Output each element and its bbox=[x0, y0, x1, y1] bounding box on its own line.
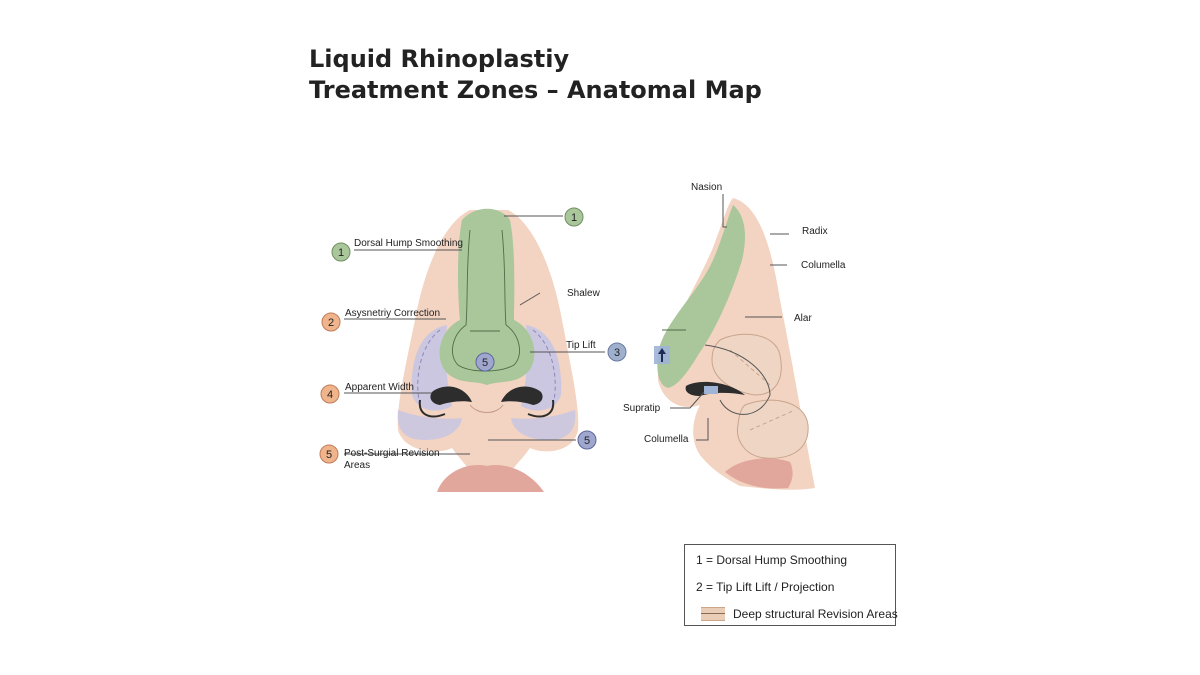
callout-badge-5-right bbox=[577, 430, 597, 450]
legend-row-2: 2 = Tip Lift Lift / Projection bbox=[696, 580, 835, 594]
label-radix: Radix bbox=[802, 226, 828, 237]
right-dashed-contour bbox=[532, 329, 556, 406]
label-asymmetry: Asysnetriy Correction bbox=[345, 308, 440, 319]
callout-number: 1 bbox=[571, 212, 577, 224]
page-title: Liquid Rhinoplastiy Treatment Zones – An… bbox=[309, 44, 762, 106]
left-alar-zone bbox=[397, 410, 462, 440]
label-columella-top: Columella bbox=[801, 260, 846, 271]
label-tip-lift: Tip Lift bbox=[566, 340, 596, 351]
up-arrow-icon bbox=[658, 348, 666, 362]
alar-cartilage-lower bbox=[736, 399, 809, 459]
upper-lip bbox=[437, 465, 544, 492]
callout-badge-1-top bbox=[564, 207, 584, 227]
callout-badge-5-left bbox=[319, 444, 339, 464]
title-line-2: Treatment Zones – Anatomal Map bbox=[309, 76, 762, 104]
callout-badge-3 bbox=[607, 342, 627, 362]
callout-number: 2 bbox=[328, 317, 334, 329]
supratip-blue-spot bbox=[704, 386, 718, 394]
front-view-nose bbox=[397, 208, 579, 492]
side-view-nose bbox=[654, 198, 815, 490]
left-dashed-contour bbox=[417, 329, 441, 406]
left-nostril bbox=[430, 386, 472, 405]
callout-number: 5 bbox=[584, 435, 590, 447]
legend-row-3: Deep structural Revision Areas bbox=[733, 607, 898, 621]
side-labels: Nasion Radix Columella Alar Supratip Col… bbox=[623, 182, 846, 445]
callout-badge-4 bbox=[320, 384, 340, 404]
label-post-surgical-2: Areas bbox=[344, 460, 370, 471]
label-alar: Alar bbox=[794, 313, 812, 324]
label-apparent-width: Apparent Width bbox=[345, 382, 414, 393]
tip-contour bbox=[469, 404, 504, 413]
legend-row-1: 1 = Dorsal Hump Smoothing bbox=[696, 553, 848, 567]
callout-badge-1 bbox=[331, 242, 351, 262]
title-line-1: Liquid Rhinoplastiy bbox=[309, 45, 570, 73]
left-ala-curve bbox=[418, 399, 446, 418]
callout-badge-5-center bbox=[475, 352, 495, 372]
callout-number: 3 bbox=[614, 347, 620, 359]
callout-number: 5 bbox=[482, 357, 488, 369]
right-alar-zone bbox=[511, 410, 576, 440]
label-post-surgical: Post-Surgial Revision bbox=[344, 448, 440, 459]
label-nasion: Nasion bbox=[691, 182, 722, 193]
side-green-zone bbox=[657, 205, 745, 388]
right-ala-curve bbox=[527, 399, 555, 418]
label-shalew: Shalew bbox=[567, 288, 601, 299]
callout-number: 1 bbox=[338, 247, 344, 259]
side-upper-lip bbox=[725, 458, 793, 489]
label-dorsal-hump: Dorsal Hump Smoothing bbox=[354, 238, 463, 249]
legend-swatch bbox=[701, 607, 725, 621]
callout-badge-2 bbox=[321, 312, 341, 332]
label-columella-bottom: Columella bbox=[644, 434, 689, 445]
callout-number: 4 bbox=[327, 389, 333, 401]
side-ala-outline bbox=[704, 344, 771, 415]
right-nostril bbox=[501, 386, 543, 405]
front-callouts: 1 1 Dorsal Hump Smoothing Shalew 2 Asysn… bbox=[319, 207, 627, 471]
legend: 1 = Dorsal Hump Smoothing 2 = Tip Lift L… bbox=[684, 544, 898, 626]
callout-number: 5 bbox=[326, 449, 332, 461]
label-supratip: Supratip bbox=[623, 403, 661, 414]
dorsal-green-zone bbox=[439, 208, 535, 385]
